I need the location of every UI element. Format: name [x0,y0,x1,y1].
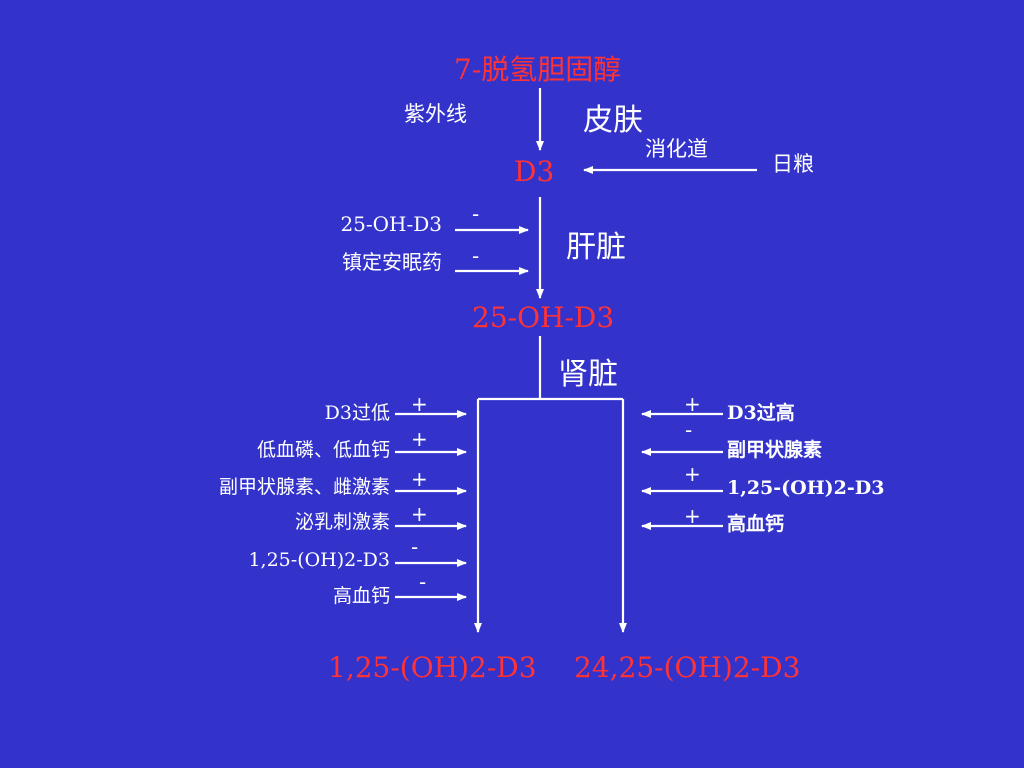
digestive-tract-label: 消化道 [645,137,708,161]
right-regulator-sign: + [684,504,701,528]
compound-7-dehydrocholesterol: 7-脱氢胆固醇 [454,53,622,86]
left-regulator-sign: + [411,392,428,416]
left-regulator-label: 高血钙 [332,585,390,607]
liver-inhibitor-label: 25-OH-D3 [340,212,442,236]
left-regulator-sign: + [411,427,428,451]
compound-25-oh-d3: 25-OH-D3 [472,301,615,334]
left-regulator-sign: + [411,502,428,526]
left-regulator-sign: - [419,570,427,594]
liver-inhibitor-sign: - [472,244,480,268]
left-regulator-label: D3过低 [324,402,390,424]
compound-2425-dihydroxy-d3: 24,25-(OH)2-D3 [574,651,801,684]
uv-light-label: 紫外线 [404,102,467,126]
compound-d3: D3 [514,155,555,188]
left-regulator-sign: - [411,535,419,559]
food-label: 日粮 [772,152,814,176]
left-regulator-label: 泌乳刺激素 [294,511,390,533]
right-regulator-label: 副甲状腺素 [727,439,823,461]
organ-kidney: 肾脏 [558,357,618,392]
compound-125-dihydroxy-d3: 1,25-(OH)2-D3 [328,651,537,684]
liver-inhibitor-sign: - [472,202,480,226]
left-regulator-label: 1,25-(OH)2-D3 [248,549,390,571]
left-regulator-label: 低血磷、低血钙 [256,439,390,461]
liver-inhibitor-label: 镇定安眠药 [342,250,442,274]
right-regulator-sign: - [685,418,693,442]
left-regulator-label: 副甲状腺素、雌激素 [218,476,390,498]
right-regulator-sign: + [684,392,701,416]
right-regulator-label: 1,25-(OH)2-D3 [727,477,885,499]
organ-liver: 肝脏 [566,230,626,265]
right-regulator-sign: + [684,462,701,486]
right-regulator-label: 高血钙 [727,513,785,535]
right-regulator-label: D3过高 [727,402,795,424]
left-regulator-sign: + [411,467,428,491]
organ-skin: 皮肤 [583,103,643,138]
